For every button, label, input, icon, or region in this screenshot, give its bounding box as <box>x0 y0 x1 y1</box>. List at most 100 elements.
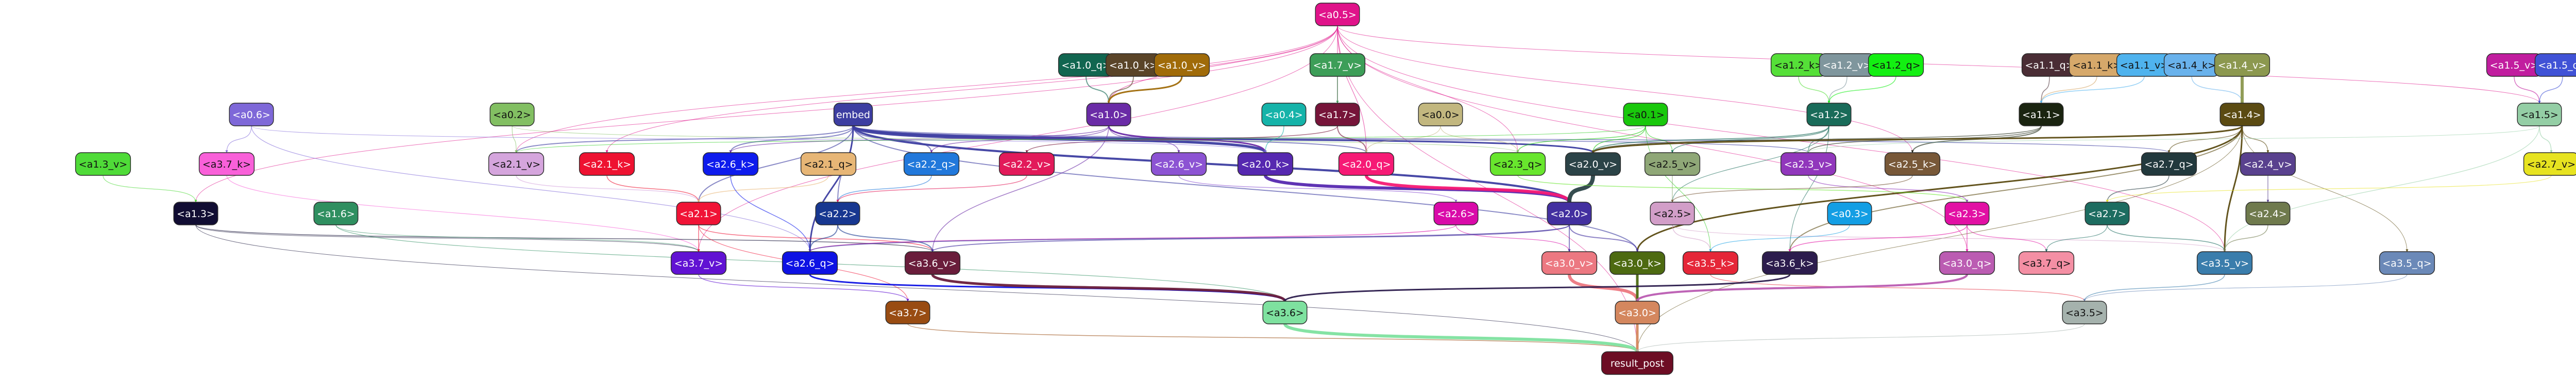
node-a1-2-k[interactable]: <a1.2_k> <box>1770 53 1827 77</box>
node-a3-0[interactable]: <a3.0> <box>1615 301 1660 324</box>
node-a0-3[interactable]: <a0.3> <box>1827 202 1872 225</box>
node-a0-1[interactable]: <a0.1> <box>1623 103 1668 126</box>
node-label: <a2.1> <box>680 208 718 220</box>
node-a2-5-v[interactable]: <a2.5_v> <box>1644 152 1701 176</box>
node-a2-6-k[interactable]: <a2.6_k> <box>702 152 759 176</box>
node-a2-2-q[interactable]: <a2.2_q> <box>903 152 960 176</box>
node-a1-0-k[interactable]: <a1.0_k> <box>1105 53 1162 77</box>
node-a1-7[interactable]: <a1.7> <box>1315 103 1360 126</box>
node-a3-7-k[interactable]: <a3.7_k> <box>198 152 255 176</box>
node-label: <a2.1_v> <box>492 159 540 170</box>
node-label: result_post <box>1611 358 1664 369</box>
node-a2-6-v[interactable]: <a2.6_v> <box>1150 152 1207 176</box>
node-a2-0-q[interactable]: <a2.0_q> <box>1338 152 1395 176</box>
node-a2-7[interactable]: <a2.7> <box>2084 202 2130 225</box>
node-a1-3[interactable]: <a1.3> <box>173 202 218 225</box>
node-a1-0[interactable]: <a1.0> <box>1086 103 1131 126</box>
node-a1-4-k[interactable]: <a1.4_k> <box>2163 53 2220 77</box>
edge-a2-1-q-to-a2-1 <box>697 175 829 203</box>
edge-a2-6-k-to-a2-6-q <box>730 175 811 252</box>
node-label: <a3.7_k> <box>202 159 251 170</box>
edge-embed-to-a2-0-v <box>852 125 1595 154</box>
node-a2-7-v[interactable]: <a2.7_v> <box>2523 152 2576 176</box>
node-a2-4-v[interactable]: <a2.4_v> <box>2240 152 2296 176</box>
node-a1-3-v[interactable]: <a1.3_v> <box>75 152 131 176</box>
node-a1-4-v[interactable]: <a1.4_v> <box>2214 53 2270 77</box>
node-a2-0-v[interactable]: <a2.0_v> <box>1565 152 1621 176</box>
node-a3-0-q[interactable]: <a3.0_q> <box>1939 251 1995 275</box>
node-a3-7-q[interactable]: <a3.7_q> <box>2018 251 2075 275</box>
node-a3-5-v[interactable]: <a3.5_v> <box>2196 251 2253 275</box>
node-a1-1-q[interactable]: <a1.1_q> <box>2021 53 2078 77</box>
node-a2-2[interactable]: <a2.2> <box>815 202 860 225</box>
node-a2-1-v[interactable]: <a2.1_v> <box>488 152 545 176</box>
edge-a1-2-to-a2-5-v <box>1671 125 1829 153</box>
edge-a3-5-q-to-a3-5 <box>2083 274 2408 302</box>
node-a2-0-k[interactable]: <a2.0_k> <box>1237 152 1294 176</box>
edge-a1-4-to-result-post <box>1636 125 2243 352</box>
node-a1-2-q[interactable]: <a1.2_q> <box>1868 53 1924 77</box>
node-a1-2-v[interactable]: <a1.2_v> <box>1819 53 1875 77</box>
node-a1-7-v[interactable]: <a1.7_v> <box>1309 53 1366 77</box>
node-box <box>1547 202 1592 225</box>
node-a3-6-k[interactable]: <a3.6_k> <box>1761 251 1818 275</box>
node-a1-1-k[interactable]: <a1.1_k> <box>2069 53 2125 77</box>
node-a1-5-v[interactable]: <a1.5_v> <box>2486 53 2543 77</box>
node-a1-2[interactable]: <a1.2> <box>1806 103 1852 126</box>
node-a0-6[interactable]: <a0.6> <box>229 103 274 126</box>
node-a3-7-v[interactable]: <a3.7_v> <box>670 251 727 275</box>
node-a0-5[interactable]: <a0.5> <box>1315 3 1360 26</box>
node-a3-6[interactable]: <a3.6> <box>1262 301 1308 324</box>
node-a2-4[interactable]: <a2.4> <box>2245 202 2291 225</box>
node-a2-3-v[interactable]: <a2.3_v> <box>1780 152 1837 176</box>
node-a2-1-k[interactable]: <a2.1_k> <box>579 152 635 176</box>
node-a1-0-v[interactable]: <a1.0_v> <box>1154 53 1210 77</box>
node-a1-4[interactable]: <a1.4> <box>2219 103 2265 126</box>
edge-a2-1-v-to-a2-1 <box>516 175 700 203</box>
node-a3-5[interactable]: <a3.5> <box>2062 301 2107 324</box>
node-a1-0-q[interactable]: <a1.0_q> <box>1058 53 1114 77</box>
node-a0-2[interactable]: <a0.2> <box>489 103 535 126</box>
edge-a2-3-q-to-a2-3 <box>1517 175 1969 203</box>
node-a0-4[interactable]: <a0.4> <box>1261 103 1307 126</box>
node-result-post[interactable]: result_post <box>1601 351 1673 375</box>
node-a3-0-k[interactable]: <a3.0_k> <box>1609 251 1666 275</box>
node-a0-0[interactable]: <a0.0> <box>1418 103 1463 126</box>
node-embed[interactable]: embed <box>833 103 873 126</box>
node-a1-6[interactable]: <a1.6> <box>313 202 359 225</box>
node-a3-7[interactable]: <a3.7> <box>885 301 930 324</box>
node-label: <a1.4_k> <box>2167 60 2216 71</box>
node-box <box>1615 301 1660 324</box>
node-a2-2-v[interactable]: <a2.2_v> <box>998 152 1055 176</box>
node-a3-5-q[interactable]: <a3.5_q> <box>2379 251 2435 275</box>
node-label: <a0.3> <box>1831 208 1869 220</box>
node-label: <a1.2_q> <box>1871 60 1920 71</box>
node-box <box>2018 251 2075 275</box>
edge-a1-4-to-a3-0-k <box>1636 125 2243 252</box>
node-a1-1[interactable]: <a1.1> <box>2019 103 2064 126</box>
node-a1-5-q[interactable]: <a1.5_q> <box>2534 53 2576 77</box>
edge-a3-6-v-to-a3-6 <box>931 273 1286 302</box>
node-a2-1-q[interactable]: <a2.1_q> <box>800 152 857 176</box>
node-box <box>2240 152 2296 176</box>
node-a3-0-v[interactable]: <a3.0_v> <box>1541 251 1598 275</box>
node-box <box>1338 152 1395 176</box>
node-a2-5[interactable]: <a2.5> <box>1650 202 1695 225</box>
node-a2-6[interactable]: <a2.6> <box>1433 202 1479 225</box>
edge-a0-3-to-a3-5-k <box>1709 224 1850 252</box>
node-a1-5[interactable]: <a1.5> <box>2517 103 2562 126</box>
node-a3-5-k[interactable]: <a3.5_k> <box>1682 251 1739 275</box>
node-a2-1[interactable]: <a2.1> <box>676 202 721 225</box>
node-a2-5-k[interactable]: <a2.5_k> <box>1884 152 1941 176</box>
node-a2-3-q[interactable]: <a2.3_q> <box>1489 152 1546 176</box>
node-a2-3[interactable]: <a2.3> <box>1944 202 1990 225</box>
node-a2-6-q[interactable]: <a2.6_q> <box>782 251 838 275</box>
node-label: <a2.5_k> <box>1888 159 1937 170</box>
edge-a2-7-v-to-a2-7 <box>2106 175 2552 203</box>
node-a2-7-q[interactable]: <a2.7_q> <box>2141 152 2197 176</box>
node-a2-0[interactable]: <a2.0> <box>1547 202 1592 225</box>
node-label: <a1.3> <box>177 208 215 220</box>
edge-a1-3-to-a3-7-v <box>195 224 700 252</box>
node-a3-6-v[interactable]: <a3.6_v> <box>904 251 961 275</box>
node-a1-1-v[interactable]: <a1.1_v> <box>2116 53 2173 77</box>
